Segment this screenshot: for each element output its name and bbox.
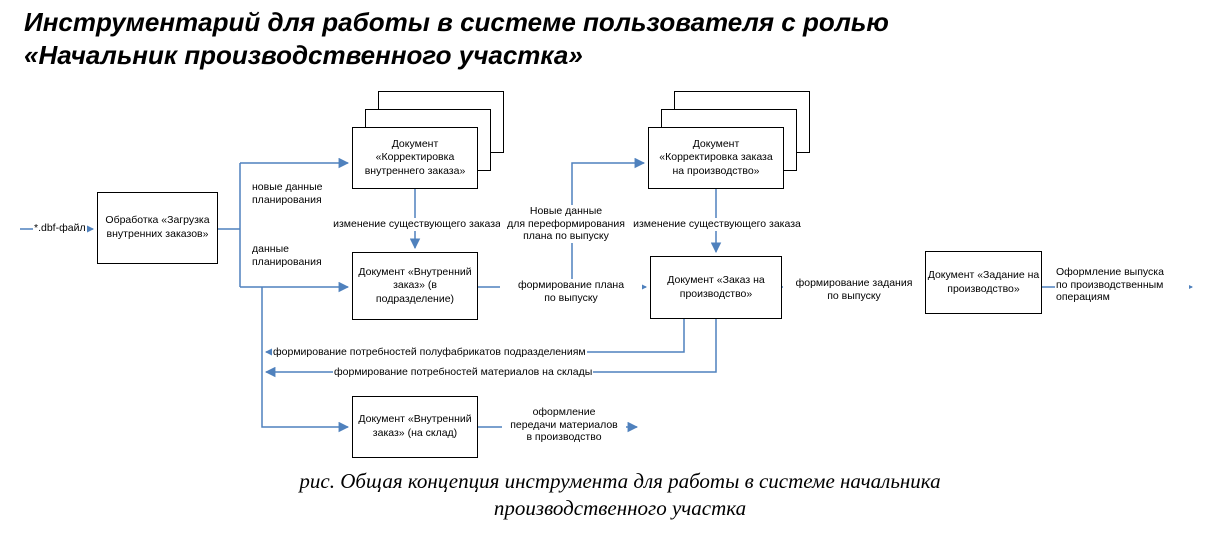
- connector-to-vnutr-sklad: [261, 287, 350, 433]
- edge-label-semi-products: формирование потребностей полуфабрикатов…: [272, 346, 587, 359]
- page-title-line1: Инструментарий для работы в системе поль…: [24, 7, 889, 37]
- page-title: Инструментарий для работы в системе поль…: [24, 6, 1084, 71]
- edge-label-plan-data: данные планирования: [251, 243, 323, 269]
- node-obrabotka-zagruzka: Обработка «Загрузка внутренних заказов»: [97, 192, 218, 264]
- edge-label-release: Оформление выпуска по производственным о…: [1055, 266, 1189, 304]
- node-zakaz-na-proizvodstvo: Документ «Заказ на производство»: [650, 256, 782, 319]
- edge-label-new-plan-data: новые данные планирования: [251, 181, 324, 207]
- edge-label-form-plan: формирование плана по выпуску: [500, 279, 642, 305]
- edge-label-transfer: оформление передачи материалов в произво…: [502, 406, 626, 444]
- edge-label-new-data-reform: Новые данные для переформирования плана …: [500, 205, 632, 243]
- node-korrektirovka-zakaza-na-proizvodstvo: Документ «Корректировка заказа на произв…: [648, 127, 784, 189]
- figure-caption: рис. Общая концепция инструмента для раб…: [120, 468, 1120, 523]
- edge-label-form-task: формирование задания по выпуску: [783, 277, 925, 303]
- figure-caption-line1: рис. Общая концепция инструмента для раб…: [299, 469, 941, 493]
- edge-label-change-existing-order-2: изменение существующего заказа: [630, 218, 804, 231]
- node-vnutrenniy-zakaz-sklad: Документ «Внутренний заказ» (на склад): [352, 396, 478, 458]
- edge-label-change-existing-order-1: изменение существующего заказа: [330, 218, 504, 231]
- figure-caption-line2: производственного участка: [493, 496, 747, 521]
- node-zadanie-na-proizvodstvo: Документ «Задание на производство»: [925, 251, 1042, 314]
- edge-label-dbf-file: *.dbf-файл: [33, 222, 87, 235]
- edge-label-materials: формирование потребностей материалов на …: [333, 366, 594, 379]
- page-title-line2: «Начальник производственного участка»: [24, 39, 583, 70]
- connector-reform-to-korrekt-proizv: [571, 157, 646, 287]
- node-korrektirovka-vnutrennego-zakaza: Документ «Корректировка внутреннего зака…: [352, 127, 478, 189]
- node-vnutrenniy-zakaz-podrazdelenie: Документ «Внутренний заказ» (в подраздел…: [352, 252, 478, 320]
